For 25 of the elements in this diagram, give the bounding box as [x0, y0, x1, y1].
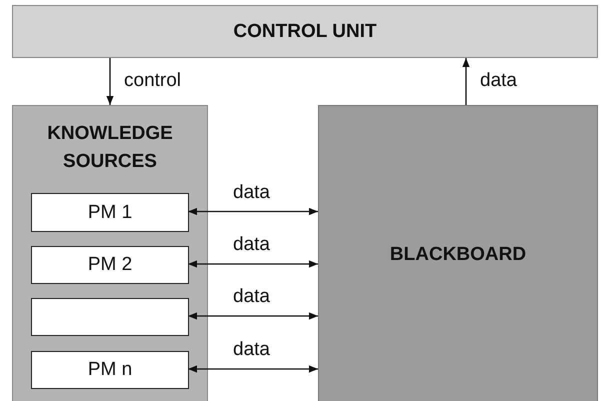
module-label: PM n	[88, 359, 132, 381]
edge-label: data	[233, 286, 270, 308]
edge-label: data	[480, 70, 517, 92]
process-module-box	[31, 351, 189, 389]
heading: BLACKBOARD	[390, 244, 526, 266]
process-module-box	[31, 193, 189, 232]
arrow	[188, 365, 318, 373]
arrow	[188, 208, 318, 216]
arrow	[188, 260, 318, 268]
edge-label: data	[233, 339, 270, 361]
edge-label: data	[233, 182, 270, 204]
module-label: PM 1	[88, 202, 132, 224]
arrow	[462, 58, 470, 105]
edge-label: data	[233, 234, 270, 256]
knowledge-sources-panel	[12, 105, 208, 401]
edge-label: control	[124, 70, 182, 92]
blackboard-panel	[318, 105, 598, 401]
arrow	[106, 58, 114, 105]
process-module-box	[31, 246, 189, 284]
heading: KNOWLEDGE SOURCES	[46, 122, 174, 174]
arrow	[188, 312, 318, 320]
process-module-box	[31, 298, 189, 336]
control-unit-box	[12, 5, 598, 58]
module-label: PM 2	[88, 254, 132, 276]
heading: CONTROL UNIT	[233, 20, 377, 42]
